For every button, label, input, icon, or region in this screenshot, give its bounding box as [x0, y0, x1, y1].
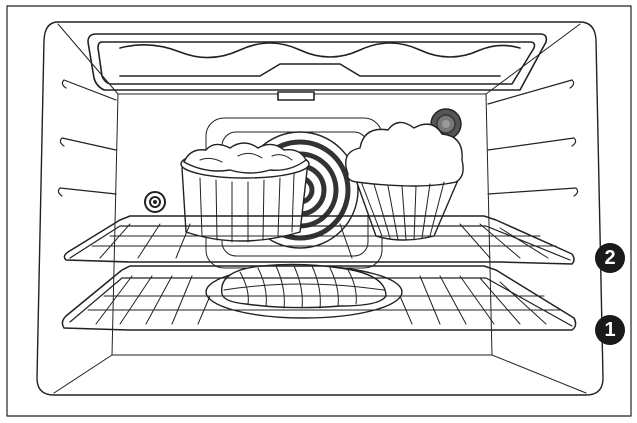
left-rack-guides — [57, 79, 117, 197]
cake-icon — [180, 142, 310, 243]
rack-sensor-icon — [144, 191, 166, 213]
shelf-position-2-label: 2 — [604, 247, 616, 269]
right-rack-guides — [487, 79, 579, 197]
upper-rack-icon — [63, 215, 575, 265]
lower-rack-icon — [61, 265, 577, 331]
shelf-position-1-badge: 1 — [595, 315, 625, 345]
shelf-position-2-badge: 2 — [595, 243, 625, 273]
outer-frame — [6, 5, 632, 417]
muffin-icon — [345, 121, 464, 241]
oven-cavity-icon — [36, 21, 604, 396]
shelf-position-1-label: 1 — [604, 319, 616, 341]
top-heating-element-icon — [87, 33, 548, 101]
loaf-icon — [205, 263, 403, 319]
